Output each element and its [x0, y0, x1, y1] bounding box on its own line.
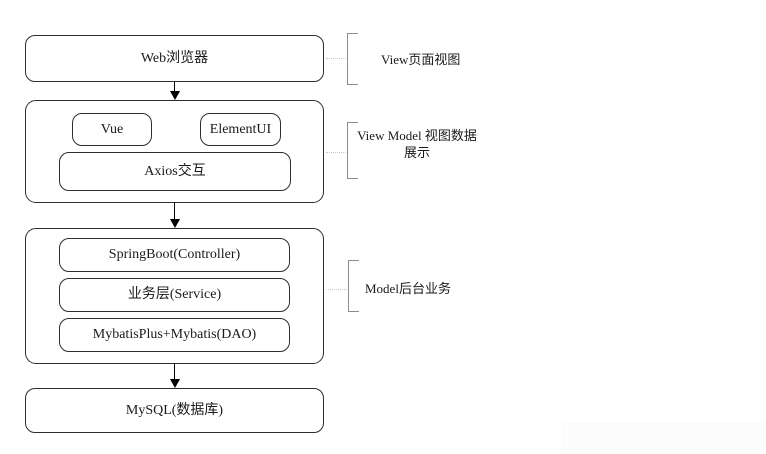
down-arrow-view-to-model: [169, 203, 180, 228]
box-web-browser: Web浏览器: [25, 35, 324, 82]
bracket-view-icon: [347, 33, 358, 85]
box-mysql-database-label: MySQL(数据库): [125, 402, 224, 418]
bracket-label-view: View页面视图: [381, 52, 461, 67]
bracket-label-model: Model后台业务: [365, 281, 451, 296]
bracket-model-icon: [348, 260, 359, 312]
box-service-layer: 业务层(Service): [59, 278, 290, 312]
box-service-layer-label: 业务层(Service): [127, 287, 222, 302]
dotted-connector-view-model: [326, 152, 346, 153]
dotted-connector-view: [326, 58, 346, 59]
box-springboot-controller-label: SpringBoot(Controller): [108, 247, 241, 262]
dotted-connector-model: [326, 289, 347, 290]
box-springboot-controller: SpringBoot(Controller): [59, 238, 290, 272]
bracket-label-view-model: View Model 视图数据展示: [357, 128, 477, 160]
arrow-head-icon: [169, 91, 180, 100]
box-axios-label: Axios交互: [144, 163, 206, 179]
box-web-browser-label: Web浏览器: [140, 50, 209, 66]
bottom-right-strip: [561, 422, 766, 454]
box-elementui: ElementUI: [200, 113, 281, 146]
box-vue: Vue: [72, 113, 152, 146]
down-arrow-model-to-mysql: [169, 364, 180, 388]
arrow-shaft: [174, 203, 175, 219]
arrow-shaft: [174, 364, 175, 379]
down-arrow-browser-to-view: [169, 82, 180, 100]
bracket-view-model-icon: [347, 122, 358, 179]
arrow-head-icon: [169, 379, 180, 388]
box-mybatis-dao: MybatisPlus+Mybatis(DAO): [59, 318, 290, 352]
box-axios: Axios交互: [59, 152, 291, 191]
box-mybatis-dao-label: MybatisPlus+Mybatis(DAO): [92, 327, 257, 342]
box-mysql-database: MySQL(数据库): [25, 388, 324, 433]
box-elementui-label: ElementUI: [209, 121, 272, 137]
arrow-shaft: [174, 82, 175, 91]
box-vue-label: Vue: [100, 121, 124, 137]
arrow-head-icon: [169, 219, 180, 228]
